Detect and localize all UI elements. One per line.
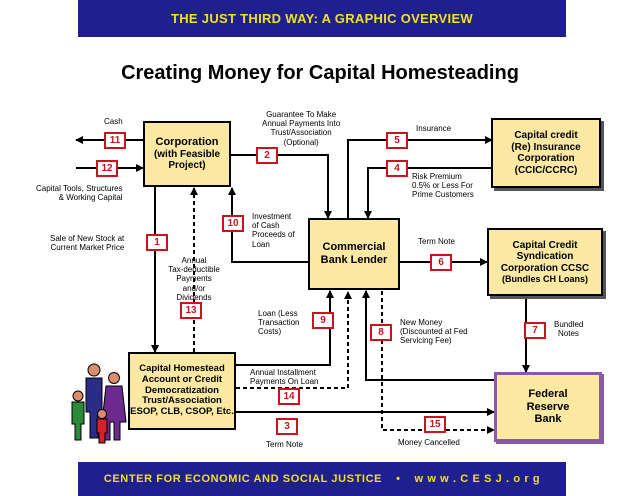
label-installment-line2: Payments On Loan: [250, 377, 318, 386]
label-risk-premium: Risk Premium 0.5% or Less For Prime Cust…: [412, 172, 474, 200]
label-installment: Annual Installment Payments On Loan: [250, 368, 318, 386]
label-sale-stock-line1: Sale of New Stock at: [50, 234, 124, 243]
syndication-line4: (Bundles CH Loans): [502, 274, 588, 284]
bank-line1: Commercial: [323, 241, 386, 254]
label-loan-line1: Loan (Less: [258, 309, 300, 318]
label-risk-premium-line2: 0.5% or Less For: [412, 181, 474, 190]
label-investment-line2: of Cash: [252, 221, 295, 230]
arrow-money-cancelled: [382, 291, 494, 430]
homestead-line5: ESOP, CLB, CSOP, Etc.: [130, 407, 234, 418]
corporation-line3: Project): [168, 160, 205, 172]
label-installment-line1: Annual Installment: [250, 368, 318, 377]
label-money-cancelled: Money Cancelled: [398, 438, 460, 447]
footer-bullet: •: [396, 473, 400, 485]
label-new-money-line3: Servicing Fee): [400, 336, 468, 345]
step-5: 5: [386, 132, 408, 149]
ccic-box: Capital credit (Re) Insurance Corporatio…: [491, 118, 601, 188]
footer-url: w w w . C E S J . o r g: [415, 473, 541, 485]
label-investment: Investment of Cash Proceeds of Loan: [252, 212, 295, 249]
fed-line2: Reserve: [527, 401, 570, 414]
ccic-line1: Capital credit: [514, 130, 577, 142]
label-annual-tax-line3: Payments: [160, 274, 228, 283]
label-bundled-line2: Notes: [554, 329, 583, 338]
label-new-money-line2: (Discounted at Fed: [400, 327, 468, 336]
label-loan-line3: Costs): [258, 327, 300, 336]
label-sale-stock: Sale of New Stock at Current Market Pric…: [50, 234, 124, 252]
step-7: 7: [524, 322, 546, 339]
label-loan: Loan (Less Transaction Costs): [258, 309, 300, 337]
syndication-box: Capital Credit Syndication Corporation C…: [487, 228, 603, 296]
step-15: 15: [424, 416, 446, 433]
homestead-box: Capital Homestead Account or Credit Demo…: [128, 352, 236, 430]
step-13: 13: [180, 302, 202, 319]
homestead-line2: Account or Credit: [142, 375, 222, 386]
fed-box: Federal Reserve Bank: [494, 372, 602, 442]
syndication-line3: Corporation CCSC: [501, 263, 589, 275]
label-investment-line3: Proceeds of: [252, 230, 295, 239]
label-guarantee-line2: Annual Payments Into: [262, 119, 340, 128]
step-2: 2: [256, 147, 278, 164]
label-annual-tax-line4: and/or: [160, 284, 228, 293]
syndication-line2: Syndication: [517, 251, 574, 263]
label-bundled-line1: Bundled: [554, 320, 583, 329]
footer-org: CENTER FOR ECONOMIC AND SOCIAL JUSTICE: [104, 473, 382, 485]
label-annual-tax-line1: Annual: [160, 256, 228, 265]
step-14: 14: [278, 388, 300, 405]
label-investment-line4: Loan: [252, 240, 295, 249]
homestead-line1: Capital Homestead: [139, 364, 225, 375]
label-loan-line2: Transaction: [258, 318, 300, 327]
label-guarantee-line1: Guarantee To Make: [262, 110, 340, 119]
step-9: 9: [312, 312, 334, 329]
label-capital-tools: Capital Tools, Structures & Working Capi…: [36, 184, 123, 202]
step-6: 6: [430, 254, 452, 271]
step-8: 8: [370, 324, 392, 341]
label-insurance: Insurance: [416, 124, 451, 133]
step-12: 12: [96, 160, 118, 177]
label-investment-line1: Investment: [252, 212, 295, 221]
ccic-line4: (CCIC/CCRC): [515, 165, 578, 177]
step-4: 4: [386, 160, 408, 177]
label-term-note-top: Term Note: [418, 237, 455, 246]
corporation-title: Corporation: [156, 136, 219, 149]
ccic-line3: Corporation: [517, 153, 574, 165]
step-11: 11: [104, 132, 126, 149]
label-sale-stock-line2: Current Market Price: [50, 243, 124, 252]
label-capital-tools-line2: & Working Capital: [36, 193, 123, 202]
label-guarantee-line3: Trust/Association: [262, 128, 340, 137]
corporation-line2: (with Feasible: [154, 149, 220, 161]
fed-line3: Bank: [535, 413, 562, 426]
label-new-money: New Money (Discounted at Fed Servicing F…: [400, 318, 468, 346]
family-icon: [66, 362, 132, 446]
step-10: 10: [222, 215, 244, 232]
ccic-line2: (Re) Insurance: [511, 142, 580, 154]
label-annual-tax-line5: Dividends: [160, 293, 228, 302]
label-risk-premium-line1: Risk Premium: [412, 172, 474, 181]
label-annual-tax-line2: Tax-deductible: [160, 265, 228, 274]
label-cash: Cash: [104, 117, 123, 126]
label-guarantee-line4: (Optional): [262, 138, 340, 147]
label-new-money-line1: New Money: [400, 318, 468, 327]
label-term-note-bottom: Term Note: [266, 440, 303, 449]
syndication-line1: Capital Credit: [512, 240, 577, 252]
step-3: 3: [276, 418, 298, 435]
label-risk-premium-line3: Prime Customers: [412, 190, 474, 199]
fed-line1: Federal: [528, 388, 567, 401]
step-1: 1: [146, 234, 168, 251]
label-guarantee: Guarantee To Make Annual Payments Into T…: [262, 110, 340, 147]
bank-line2: Bank Lender: [321, 254, 388, 267]
label-capital-tools-line1: Capital Tools, Structures: [36, 184, 123, 193]
arrow-guarantee: [230, 155, 328, 218]
label-bundled-notes: Bundled Notes: [554, 320, 583, 338]
bank-box: Commercial Bank Lender: [308, 218, 400, 290]
label-annual-tax: Annual Tax-deductible Payments and/or Di…: [160, 256, 228, 302]
bottom-banner: CENTER FOR ECONOMIC AND SOCIAL JUSTICE •…: [78, 462, 566, 496]
corporation-box: Corporation (with Feasible Project): [143, 121, 231, 187]
